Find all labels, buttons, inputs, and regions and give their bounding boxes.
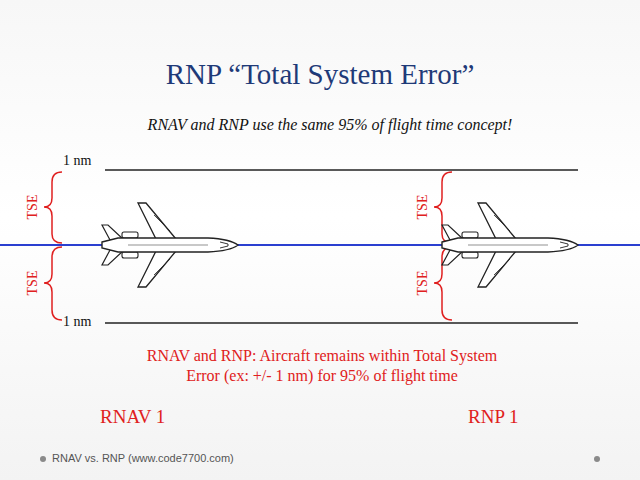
tse-label: TSE [25,195,41,220]
dimension: 1 nm [63,153,91,169]
dimension: 1 nm [63,314,91,330]
tse-label: TSE [25,271,41,296]
footer-note: RNAV vs. RNP (www.code7700.com) [52,452,234,464]
subtitle-note: RNAV and RNP use the same 95% of flight … [148,116,513,134]
explanation-note: RNAV and RNP: Aircraft remains within To… [132,346,512,386]
tse-label: TSE [415,271,431,296]
rnp-label: RNP 1 [468,406,519,428]
slide-title: RNP “Total System Error” [166,58,475,91]
tse-label: TSE [415,195,431,220]
rnav-label: RNAV 1 [100,406,165,428]
